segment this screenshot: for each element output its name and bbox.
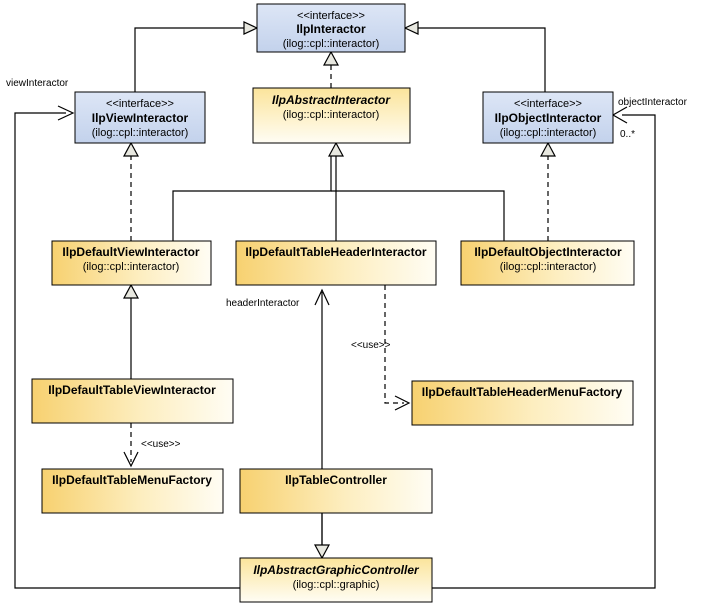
ilp-abstract-graphic-controller-name: IlpAbstractGraphicController (253, 563, 420, 577)
label-object-interactor-multiplicity: 0..* (620, 129, 635, 140)
edge-defaultobjectinteractor-to-abstractinteractor (331, 190, 505, 241)
ilp-object-interactor-package: (ilog::cpl::interactor) (500, 127, 597, 139)
ilp-abstract-interactor-name: IlpAbstractInteractor (272, 93, 391, 107)
node-ilp-default-table-header-interactor[interactable]: IlpDefaultTableHeaderInteractor (235, 240, 437, 286)
edge-viewinteractor-to-ilpinteractor (134, 21, 259, 92)
label-object-interactor: objectInteractor (618, 97, 688, 108)
ilp-default-table-header-menu-factory-name: IlpDefaultTableHeaderMenuFactory (422, 385, 623, 399)
ilp-default-object-interactor-name: IlpDefaultObjectInteractor (474, 245, 622, 259)
edge-defaulttableviewinteractor-to-defaultviewinteractor (122, 283, 140, 379)
edge-objectinteractor-to-ilpinteractor (403, 21, 546, 92)
node-ilp-object-interactor[interactable]: <<interface>> IlpObjectInteractor (ilog:… (482, 91, 614, 144)
ilp-object-interactor-name: IlpObjectInteractor (495, 111, 602, 125)
ilp-default-view-interactor-package: (ilog::cpl::interactor) (83, 261, 180, 273)
edge-defaulttableviewinteractor-uses-defaulttablemenufactory (123, 423, 139, 468)
ilp-default-table-menu-factory-name: IlpDefaultTableMenuFactory (52, 473, 212, 487)
node-ilp-view-interactor[interactable]: <<interface>> IlpViewInteractor (ilog::c… (74, 91, 206, 144)
edge-defaulttableheaderinteractor-to-abstractinteractor (327, 141, 345, 241)
edge-defaultobjectinteractor-to-objectinteractor (539, 141, 557, 241)
edge-defaultviewinteractor-to-viewinteractor (122, 141, 140, 241)
node-ilp-default-table-menu-factory[interactable]: IlpDefaultTableMenuFactory (41, 468, 224, 514)
ilp-default-table-header-interactor-name: IlpDefaultTableHeaderInteractor (245, 245, 426, 259)
node-ilp-interactor[interactable]: <<interface>> IlpInteractor (ilog::cpl::… (256, 3, 406, 53)
edge-abstractgraphiccontroller-viewinteractor-association (14, 105, 240, 589)
ilp-view-interactor-package: (ilog::cpl::interactor) (92, 127, 189, 139)
ilp-default-table-view-interactor-name: IlpDefaultTableViewInteractor (48, 383, 216, 397)
ilp-interactor-name: IlpInteractor (296, 22, 366, 36)
ilp-abstract-graphic-controller-package: (ilog::cpl::graphic) (293, 579, 380, 591)
node-ilp-table-controller[interactable]: IlpTableController (239, 468, 433, 514)
label-view-interactor: viewInteractor (6, 78, 69, 89)
node-ilp-abstract-interactor[interactable]: IlpAbstractInteractor (ilog::cpl::intera… (252, 87, 411, 144)
ilp-interactor-stereotype: <<interface>> (297, 10, 365, 22)
ilp-object-interactor-stereotype: <<interface>> (514, 98, 582, 110)
edge-abstractinteractor-to-ilpinteractor (322, 50, 340, 88)
node-ilp-default-table-view-interactor[interactable]: IlpDefaultTableViewInteractor (31, 378, 234, 424)
ilp-default-object-interactor-package: (ilog::cpl::interactor) (500, 261, 597, 273)
ilp-table-controller-name: IlpTableController (285, 473, 387, 487)
label-header-interactor: headerInteractor (226, 298, 300, 309)
node-ilp-default-table-header-menu-factory[interactable]: IlpDefaultTableHeaderMenuFactory (411, 380, 634, 426)
ilp-view-interactor-stereotype: <<interface>> (106, 98, 174, 110)
edge-defaultviewinteractor-to-abstractinteractor (172, 156, 332, 241)
node-ilp-abstract-graphic-controller[interactable]: IlpAbstractGraphicController (ilog::cpl:… (239, 557, 433, 603)
node-ilp-default-object-interactor[interactable]: IlpDefaultObjectInteractor (ilog::cpl::i… (460, 240, 635, 286)
label-use-table-menu: <<use>> (141, 439, 181, 450)
ilp-view-interactor-name: IlpViewInteractor (92, 111, 189, 125)
ilp-abstract-interactor-package: (ilog::cpl::interactor) (283, 109, 380, 121)
node-ilp-default-view-interactor[interactable]: IlpDefaultViewInteractor (ilog::cpl::int… (51, 240, 212, 286)
edge-defaulttableheaderinteractor-uses-defaulttableheadermenufactory (384, 285, 411, 411)
label-use-table-header-menu: <<use>> (351, 340, 391, 351)
edge-abstractgraphiccontroller-objectinteractor-association (432, 106, 656, 589)
edge-tablecontroller-headerinteractor-association (314, 288, 330, 469)
ilp-default-view-interactor-name: IlpDefaultViewInteractor (62, 245, 199, 259)
ilp-interactor-package: (ilog::cpl::interactor) (283, 38, 380, 50)
